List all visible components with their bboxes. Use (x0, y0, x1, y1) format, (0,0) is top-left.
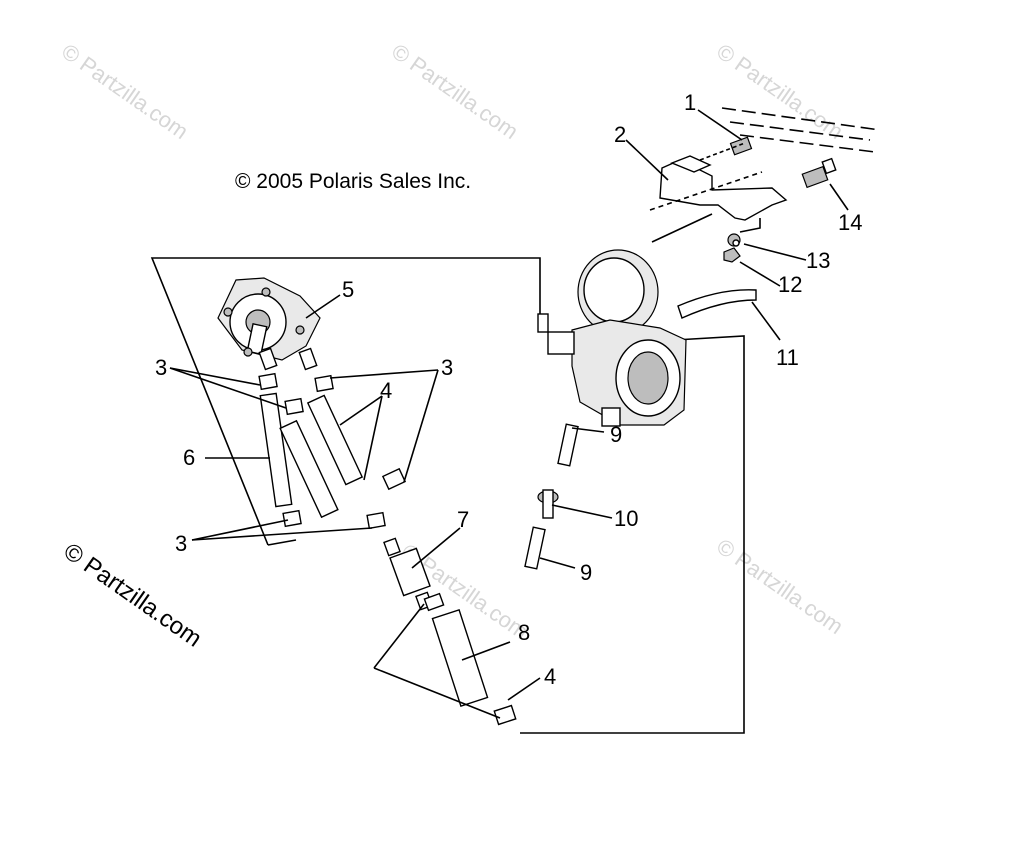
callout-3: 3 (175, 531, 187, 556)
fuel-line-8 (423, 592, 517, 726)
callout-10: 10 (614, 506, 638, 531)
routing-lines (150, 257, 745, 734)
watermark: © Partzilla.com (387, 39, 523, 145)
callout-8: 8 (518, 620, 530, 645)
callout-9: 9 (610, 422, 622, 447)
callout-7: 7 (457, 507, 469, 532)
leader-lines (169, 109, 849, 719)
callout-13: 13 (806, 248, 830, 273)
callout-3: 3 (155, 355, 167, 380)
callouts: 1 2 3 3 3 4 4 5 6 7 8 9 9 10 11 12 13 14 (155, 90, 862, 689)
callout-4: 4 (380, 378, 392, 403)
watermark: © Partzilla.com (712, 534, 848, 640)
clamps (258, 372, 386, 530)
copyright-text: © 2005 Polaris Sales Inc. (235, 170, 471, 193)
carb-fittings (524, 423, 579, 570)
fuel-lines (259, 392, 407, 519)
callout-9: 9 (580, 560, 592, 585)
bracket-assembly (649, 107, 881, 243)
callout-3: 3 (441, 355, 453, 380)
fuel-pump (217, 277, 321, 371)
callout-2: 2 (614, 122, 626, 147)
callout-1: 1 (684, 90, 696, 115)
callout-14: 14 (838, 210, 862, 235)
callout-11: 11 (776, 345, 799, 370)
callout-4: 4 (544, 664, 556, 689)
callout-6: 6 (183, 445, 195, 470)
callout-12: 12 (778, 272, 802, 297)
hose (677, 289, 757, 319)
carburetor (537, 249, 687, 427)
callout-5: 5 (342, 277, 354, 302)
fittings (723, 157, 837, 263)
watermark: © Partzilla.com (57, 39, 193, 145)
